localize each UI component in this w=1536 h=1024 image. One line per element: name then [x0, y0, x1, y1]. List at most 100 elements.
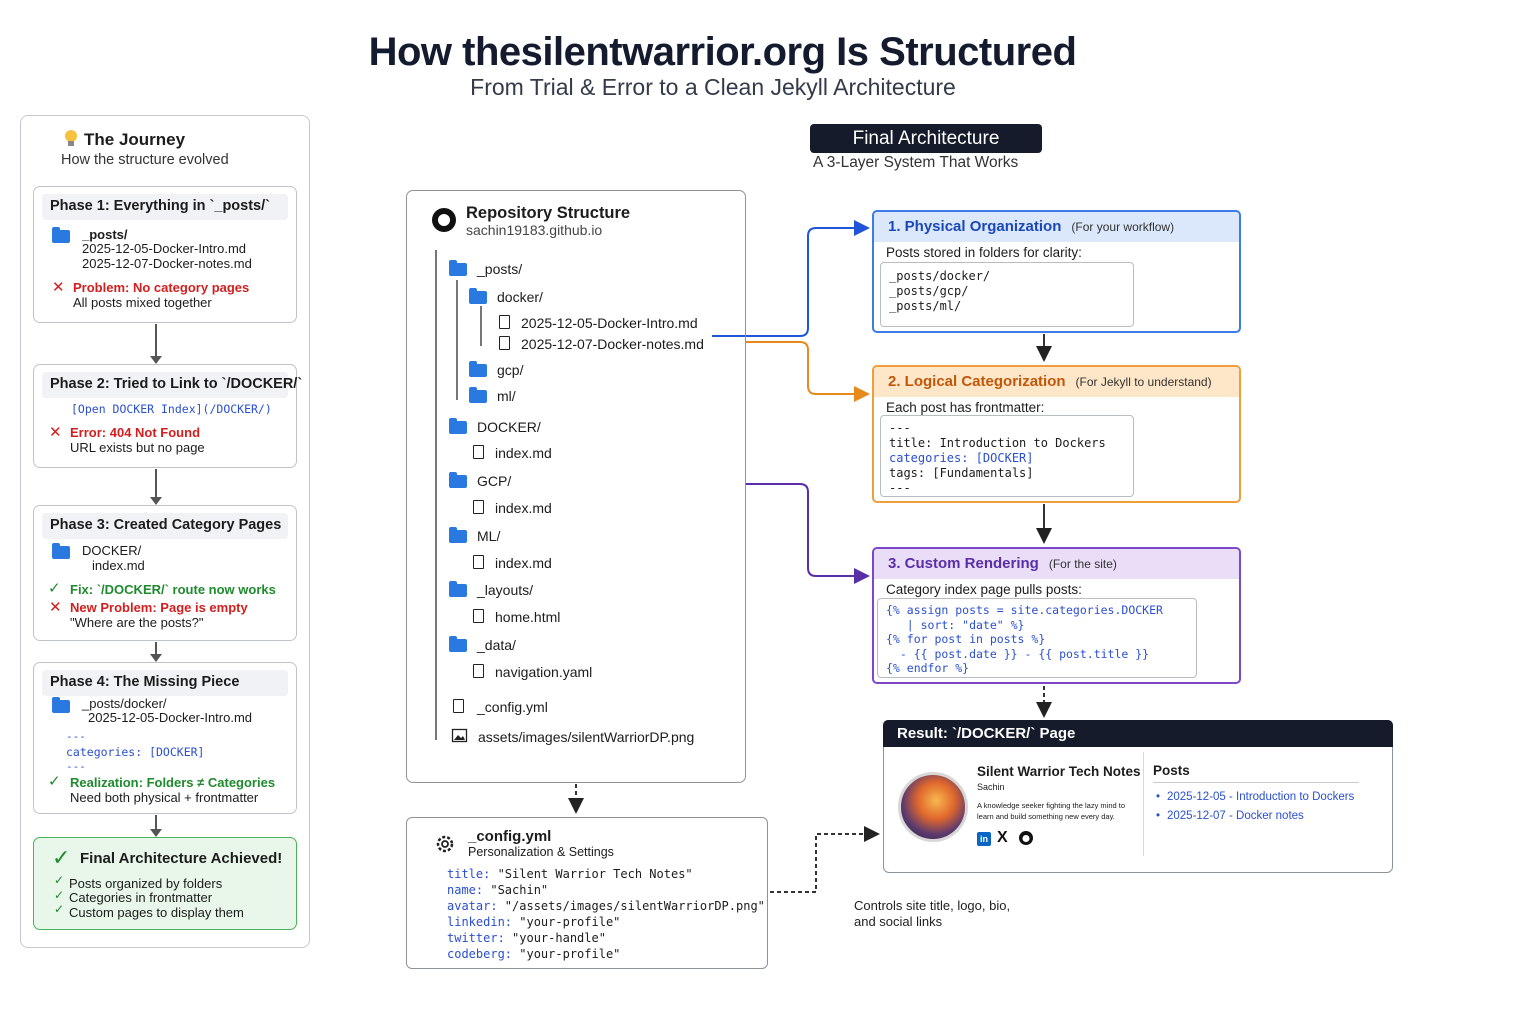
phase-2-code: [Open DOCKER Index](/DOCKER/) [71, 402, 272, 416]
file-icon [473, 445, 484, 459]
journey-subtitle: How the structure evolved [61, 152, 229, 168]
config-line: title: "Silent Warrior Tech Notes" [447, 867, 693, 881]
gear-icon [436, 835, 454, 853]
config-line: linkedin: "your-profile" [447, 915, 621, 929]
layer-2-heading: 2. Logical Categorization(For Jekyll to … [874, 367, 1239, 397]
config-line: avatar: "/assets/images/silentWarriorDP.… [447, 899, 765, 913]
phase-4-file: 2025-12-05-Docker-Intro.md [88, 710, 253, 725]
tree-docker-file-2: 2025-12-07-Docker-notes.md [521, 336, 704, 352]
final-achieved-heading: Final Architecture Achieved! [80, 850, 283, 867]
result-post-link-1[interactable]: 2025-12-05 - Introduction to Dockers [1167, 791, 1355, 803]
image-icon [451, 728, 468, 743]
layer-physical-organization: 1. Physical Organization(For your workfl… [872, 210, 1241, 333]
config-subtitle: Personalization & Settings [468, 845, 614, 859]
phase-4-realization-sub: Need both physical + frontmatter [70, 790, 259, 805]
phase-1-problem: Problem: No category pages [73, 280, 250, 295]
folder-icon [52, 697, 70, 713]
tree-docker: docker/ [497, 289, 543, 305]
result-posts-label: Posts [1153, 763, 1190, 778]
tree-layouts: _layouts/ [477, 582, 534, 598]
result-author: Sachin [977, 782, 1005, 792]
phase-3-fix: Fix: `/DOCKER/` route now works [70, 582, 276, 597]
config-note-line-1: Controls site title, logo, bio, [854, 898, 1011, 913]
result-site-title[interactable]: Silent Warrior Tech Notes [977, 764, 1141, 779]
tree-posts: _posts/ [477, 261, 523, 277]
tree-GCP-index: index.md [495, 500, 552, 516]
phase-3-file: index.md [92, 558, 145, 573]
phase-3-card: Phase 3: Created Category Pages [33, 505, 297, 641]
result-bio: A knowledge seeker fighting the lazy min… [977, 801, 1126, 821]
tree-assets: assets/images/silentWarriorDP.png [478, 729, 695, 745]
file-icon [499, 315, 510, 329]
layer-3-heading: 3. Custom Rendering(For the site) [874, 549, 1239, 579]
file-icon [473, 609, 484, 623]
tree-docker-file-1: 2025-12-05-Docker-Intro.md [521, 315, 698, 331]
result-post-bullet: • [1156, 810, 1161, 822]
phase-4-code: categories: [DOCKER] [66, 745, 205, 759]
config-note: Controls site title, logo, bio, and soci… [854, 898, 1010, 930]
final-item-3: Custom pages to display them [69, 905, 244, 920]
x-icon: ✕ [52, 279, 65, 296]
tree-GCP: GCP/ [477, 473, 512, 489]
linkedin-icon[interactable]: in [977, 832, 991, 846]
tree-DOCKER: DOCKER/ [477, 419, 541, 435]
tree-line [435, 250, 437, 740]
layer-logical-categorization: 2. Logical Categorization(For Jekyll to … [872, 365, 1241, 503]
phase-2-error: Error: 404 Not Found [70, 425, 201, 440]
flow-arrow [150, 324, 162, 364]
file-icon [453, 699, 464, 713]
phase-3-problem-sub: "Where are the posts?" [70, 615, 204, 630]
journey-panel [20, 115, 310, 948]
check-icon: ✓ [54, 888, 65, 902]
layer-2-desc: Each post has frontmatter: [886, 400, 1045, 415]
phase-4-dashes-top: --- [66, 730, 86, 743]
x-icon: ✕ [49, 599, 62, 616]
result-heading: Result: `/DOCKER/` Page [883, 720, 1393, 747]
lightbulb-icon [65, 130, 77, 146]
final-item-2: Categories in frontmatter [69, 890, 213, 905]
folder-icon [52, 227, 70, 243]
phase-1-file-2: 2025-12-07-Docker-notes.md [82, 256, 252, 271]
tree-ML: ML/ [477, 528, 501, 544]
folder-icon [449, 581, 467, 597]
config-note-line-2: and social links [854, 914, 943, 929]
folder-icon [449, 418, 467, 434]
final-item-1: Posts organized by folders [69, 876, 223, 891]
config-line: codeberg: "your-profile" [447, 947, 621, 961]
tree-line [456, 280, 458, 400]
folder-icon [449, 527, 467, 543]
tree-ML-index: index.md [495, 555, 552, 571]
repo-subtitle: sachin19183.github.io [466, 222, 603, 238]
tree-line [480, 306, 482, 346]
phase-3-heading: Phase 3: Created Category Pages [42, 513, 288, 539]
config-title: _config.yml [468, 828, 552, 845]
folder-icon [52, 543, 70, 559]
phase-4-heading: Phase 4: The Missing Piece [42, 670, 288, 696]
phase-3-problem: New Problem: Page is empty [70, 600, 248, 615]
folder-icon [469, 387, 487, 403]
github-icon[interactable] [1018, 830, 1034, 846]
tree-data-file: navigation.yaml [495, 664, 593, 680]
phase-4-folder: _posts/docker/ [82, 696, 167, 711]
tree-ml: ml/ [497, 388, 516, 404]
flow-arrow [150, 815, 162, 837]
x-icon: ✕ [49, 424, 62, 441]
result-post-link-2[interactable]: 2025-12-07 - Docker notes [1167, 810, 1304, 822]
page-title: How thesilentwarrior.org Is Structured [368, 30, 1077, 74]
layer-1-desc: Posts stored in folders for clarity: [886, 245, 1082, 260]
x-twitter-icon[interactable]: X [997, 829, 1008, 846]
phase-2-heading: Phase 2: Tried to Link to `/DOCKER/` [42, 372, 302, 398]
result-divider [1143, 752, 1144, 856]
check-icon: ✓ [54, 873, 65, 887]
file-icon [473, 664, 484, 678]
folder-icon [469, 288, 487, 304]
result-post-bullet: • [1156, 791, 1161, 803]
phase-2-card: Phase 2: Tried to Link to `/DOCKER/` [33, 364, 302, 468]
check-icon: ✓ [52, 845, 71, 870]
tree-config: _config.yml [477, 699, 548, 715]
phase-1-file-1: 2025-12-05-Docker-Intro.md [82, 241, 247, 256]
folder-icon [449, 472, 467, 488]
final-achieved-card [33, 837, 297, 930]
